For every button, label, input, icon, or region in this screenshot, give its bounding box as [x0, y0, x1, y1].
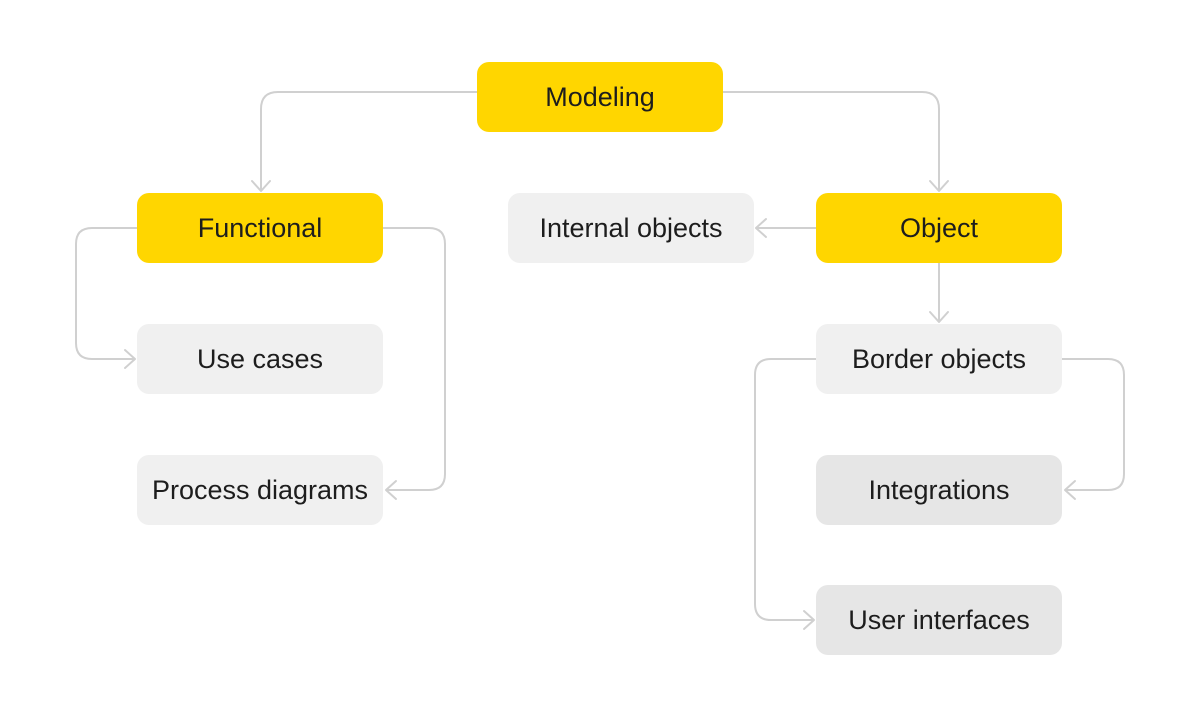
arrowhead-modeling-object: [929, 180, 949, 192]
arrowhead-functional-process: [385, 480, 397, 500]
node-integrations: Integrations: [816, 455, 1062, 525]
arrowhead-border-userinterfaces: [803, 610, 815, 630]
arrowhead-functional-usecases: [124, 349, 136, 369]
node-user-interfaces: User interfaces: [816, 585, 1062, 655]
arrowhead-border-integrations: [1064, 480, 1076, 500]
arrowhead-object-border: [929, 311, 949, 323]
connector-modeling-functional: [260, 91, 478, 191]
arrowhead-object-internal: [755, 218, 767, 238]
node-border-objects: Border objects: [816, 324, 1062, 394]
node-use-cases: Use cases: [137, 324, 383, 394]
connector-functional-process: [382, 227, 446, 491]
node-object: Object: [816, 193, 1062, 263]
node-process-diagrams: Process diagrams: [137, 455, 383, 525]
connector-border-integrations: [1061, 358, 1125, 491]
node-modeling: Modeling: [477, 62, 723, 132]
node-functional: Functional: [137, 193, 383, 263]
node-internal-objects: Internal objects: [508, 193, 754, 263]
connector-modeling-object: [722, 91, 940, 191]
arrowhead-modeling-functional: [251, 180, 271, 192]
connector-functional-usecases: [75, 227, 138, 360]
connector-border-userinterfaces: [754, 358, 817, 621]
